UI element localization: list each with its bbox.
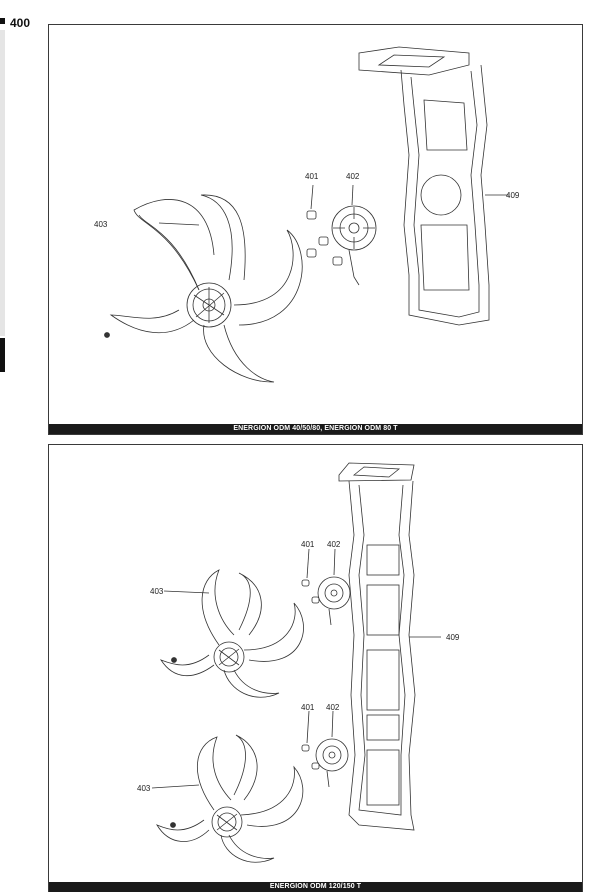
label-402: 402 — [346, 172, 360, 181]
label-401-lower: 401 — [301, 703, 315, 712]
exploded-view-bottom: 401 402 403 401 402 403 409 — [137, 462, 460, 863]
side-tab-grey — [0, 30, 5, 336]
motor-support-bracket — [338, 462, 441, 831]
fan-blade-assembly — [109, 194, 303, 383]
lower-fan-blade-assembly — [151, 734, 304, 863]
upper-fan-blade-assembly — [159, 569, 304, 698]
label-402-lower: 402 — [326, 703, 340, 712]
label-403-lower: 403 — [137, 784, 151, 793]
label-409: 409 — [506, 191, 520, 200]
caption-top: ENERGION ODM 40/50/80, ENERGION ODM 80 T — [49, 424, 582, 434]
label-401: 401 — [305, 172, 319, 181]
page-number: 400 — [10, 16, 31, 30]
label-402-upper: 402 — [327, 540, 341, 549]
motor-support-bracket — [358, 46, 509, 326]
label-401-upper: 401 — [301, 540, 315, 549]
label-403: 403 — [94, 220, 108, 229]
lower-fan-nut — [170, 822, 176, 828]
motor-fixing-nuts — [306, 184, 343, 266]
diagram-panel-top: 401 402 403 409 ENERGION ODM 40/50/80, E… — [48, 24, 583, 435]
diagram-panel-bottom: 401 402 403 401 402 403 409 ENERGION ODM… — [48, 444, 583, 892]
fan-motor — [331, 184, 377, 286]
exploded-view-top: 401 402 403 409 — [94, 46, 520, 383]
side-tab-mark — [0, 18, 5, 24]
upper-fan-nut — [171, 657, 177, 663]
upper-fan-motor — [301, 548, 351, 626]
lower-fan-motor — [301, 710, 349, 788]
label-403-upper: 403 — [150, 587, 164, 596]
fan-nut — [104, 332, 110, 338]
side-tab-black — [0, 338, 5, 372]
label-409: 409 — [446, 633, 460, 642]
caption-bottom: ENERGION ODM 120/150 T — [49, 882, 582, 892]
